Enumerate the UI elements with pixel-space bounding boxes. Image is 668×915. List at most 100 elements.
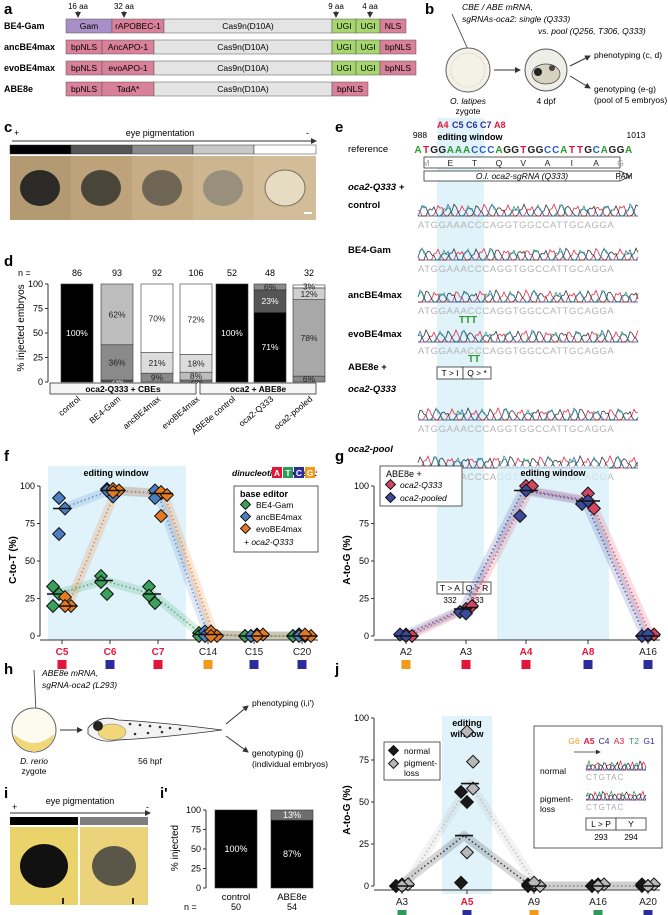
zebrafish-larva-icon <box>87 717 223 742</box>
g-editing-window: editing window <box>521 468 587 478</box>
j-editing-window-1: editing <box>452 718 482 728</box>
h-sgrna-label: sgRNA-oca2 (L293) <box>42 680 117 690</box>
b-sgrna-label: sgRNAs-oca2: single (Q333) <box>462 14 570 24</box>
data-point <box>465 754 481 769</box>
axis-tick-label: 100 <box>354 713 369 723</box>
g-plot <box>374 478 662 644</box>
axis-tick-label: 75 <box>191 825 201 835</box>
e-sgrna-label: O.l. oca2-sgRNA (Q333) <box>476 171 568 181</box>
f-editing-window: editing window <box>84 468 150 478</box>
e-pos-start: 988 <box>413 130 427 140</box>
inset-trace <box>585 764 647 771</box>
amino-acid: E <box>447 158 453 168</box>
e-label-c5: C5 <box>452 120 464 130</box>
reference-base: C <box>593 145 600 156</box>
e-tracks: controlATGGAAACCCAGGTGGCCATTGCAGGABE4-Ga… <box>348 200 639 483</box>
segment-value-label: 72% <box>187 314 204 324</box>
chromatogram-trace <box>417 289 638 303</box>
dinucleotide-letter: G <box>307 468 314 478</box>
b-phenotyping: phenotyping (c, d) <box>594 50 662 60</box>
track-label: oca2-pool <box>348 444 393 455</box>
stacked-bar-segment <box>270 809 314 821</box>
i-minus: - <box>146 802 149 812</box>
e-evo-edit: TT <box>468 354 480 365</box>
segment-label: NLS <box>385 21 402 31</box>
dinucleotide-square <box>461 660 471 669</box>
axis-tick-label: 50 <box>33 328 43 338</box>
panel-letter-i-prime: i' <box>160 785 168 802</box>
stacked-bar-segment <box>292 284 326 289</box>
embryo-eye-photo <box>20 170 60 206</box>
reference-base: C <box>471 145 478 156</box>
axis-tick-label: 0 <box>30 631 35 641</box>
d-group2-label: oca2 + ABE8e <box>230 384 286 394</box>
construct-name-ancbe4max: ancBE4max <box>4 42 55 52</box>
data-point <box>459 845 475 860</box>
j-inset-pos1: 293 <box>594 833 608 842</box>
panel-f-chart: editing window dinucleotide context: ATC… <box>8 466 319 669</box>
segment-label: Gam <box>80 21 98 31</box>
amino-acid: V <box>520 158 526 168</box>
x-tick-label: A3 <box>396 897 409 908</box>
panel-a-constructs: 16 aa 32 aa 9 aa 4 aa BE4-Gam ancBE4max … <box>4 2 417 97</box>
data-point <box>512 508 528 524</box>
segment-value-label: 6% <box>303 374 316 384</box>
reference-base: G <box>511 145 519 156</box>
segment-value-label: 8% <box>190 371 203 381</box>
construct-name-abe8e: ABE8e <box>4 84 33 94</box>
axis-tick-label: 50 <box>25 556 35 566</box>
inset-seq: CTGTAC <box>586 773 624 782</box>
segment-label: Cas9n(D10A) <box>217 42 269 52</box>
panel-c-pigmentation: + - eye pigmentation <box>9 128 317 220</box>
data-point <box>147 595 163 611</box>
x-tick-label: A5 <box>461 897 474 908</box>
tick-label-32aa: 32 aa <box>114 2 135 11</box>
reference-base: T <box>577 145 583 156</box>
h-genotyping-individual: (individual embryos) <box>252 759 328 769</box>
segment-label: bpNLS <box>385 63 411 73</box>
segment-label: UGI <box>360 42 375 52</box>
e-editing-window: editing window <box>438 132 504 142</box>
stacked-bar-segment <box>214 809 258 889</box>
j-legend-pigment: pigment- <box>404 758 437 768</box>
segment-value-label: 9% <box>151 373 164 383</box>
tick-label-4aa: 4 aa <box>362 2 378 11</box>
embryo-eye-photo <box>264 169 306 207</box>
dinucleotide-swatch <box>283 467 293 478</box>
segment-label: bpNLS <box>337 84 363 94</box>
sample-size-label: 52 <box>227 268 237 278</box>
panel-i-pigmentation: + - eye pigmentation <box>10 796 151 905</box>
axis-tick-label: 50 <box>191 844 201 854</box>
data-point <box>45 598 61 614</box>
reference-base: T <box>569 145 575 156</box>
segment-label: bpNLS <box>71 84 97 94</box>
e-box1-a: T > I <box>441 368 458 378</box>
data-point <box>465 781 481 796</box>
inset-header-base: A3 <box>614 736 625 746</box>
chromatogram-trace <box>417 407 639 421</box>
panel-h-workflow: ABE8e mRNA, sgRNA-oca2 (L293) D. rerio z… <box>11 668 328 776</box>
chromatogram-trace <box>417 329 638 343</box>
data-point <box>640 627 656 642</box>
data-point <box>141 579 157 594</box>
data-point <box>99 586 115 602</box>
e-pam-label: PAM <box>616 172 633 181</box>
d-group2-box <box>199 382 317 395</box>
segment-value-label: 2% <box>190 376 203 386</box>
inset-header-base: G6 <box>568 736 580 746</box>
e-window-labels: A4 C5 C6 C7 A8 <box>437 120 506 130</box>
tick-label-16aa: 16 aa <box>68 2 89 11</box>
i-plus: + <box>12 802 17 812</box>
embryo-eye-photo <box>81 170 121 206</box>
construct-be4gam: Gam rAPOBEC-1 Cas9n(D10A) UGI UGI NLS <box>65 18 407 34</box>
segment-label: Cas9n(D10A) <box>217 63 269 73</box>
track-label: BE4-Gam <box>348 245 391 256</box>
segment-value-label: 100% <box>224 844 247 854</box>
segment-value-label: 100% <box>66 328 88 338</box>
tick-label-9aa: 9 aa <box>328 2 344 11</box>
